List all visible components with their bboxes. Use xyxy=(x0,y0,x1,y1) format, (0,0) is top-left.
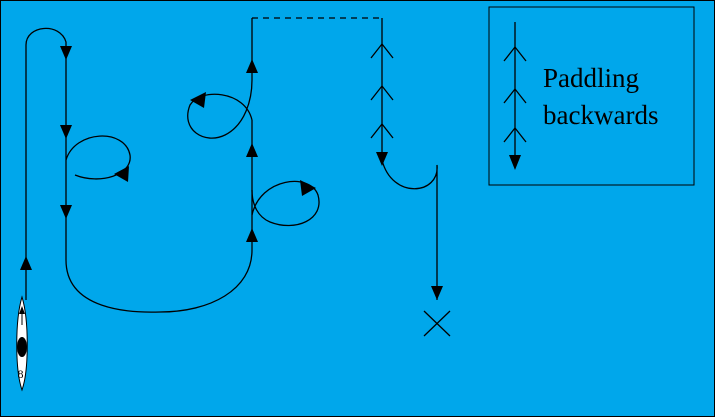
route-final-segment xyxy=(381,159,438,300)
legend-label-line1: Paddling xyxy=(543,63,639,93)
legend-box xyxy=(488,6,695,186)
backwards-arrow-icon xyxy=(503,22,527,158)
direction-arrow xyxy=(60,125,72,139)
route-segment-big-u xyxy=(65,120,253,313)
direction-arrow xyxy=(246,143,258,157)
x-mark-icon xyxy=(423,310,451,337)
route-loop-small-1 xyxy=(65,135,131,180)
direction-arrow xyxy=(431,286,443,300)
direction-arrow xyxy=(114,166,129,182)
route-segment-start-loop xyxy=(25,27,67,300)
kayak-icon: 8 xyxy=(16,295,28,392)
legend-label-line2: backwards xyxy=(543,100,658,130)
boat-number: 8 xyxy=(18,367,24,381)
legend: Paddling backwards xyxy=(488,6,695,186)
direction-arrow xyxy=(60,205,72,219)
legend-arrow-head xyxy=(509,155,521,170)
direction-arrow xyxy=(246,228,258,242)
direction-arrow xyxy=(190,92,206,108)
route-loop-small-2 xyxy=(251,180,320,227)
direction-arrow xyxy=(20,256,32,270)
route-loop-small-3 xyxy=(187,18,253,139)
backwards-chevrons xyxy=(370,42,394,139)
direction-arrow xyxy=(60,46,72,60)
direction-arrow xyxy=(376,152,388,166)
direction-arrow xyxy=(246,59,258,73)
direction-arrow xyxy=(300,180,316,196)
